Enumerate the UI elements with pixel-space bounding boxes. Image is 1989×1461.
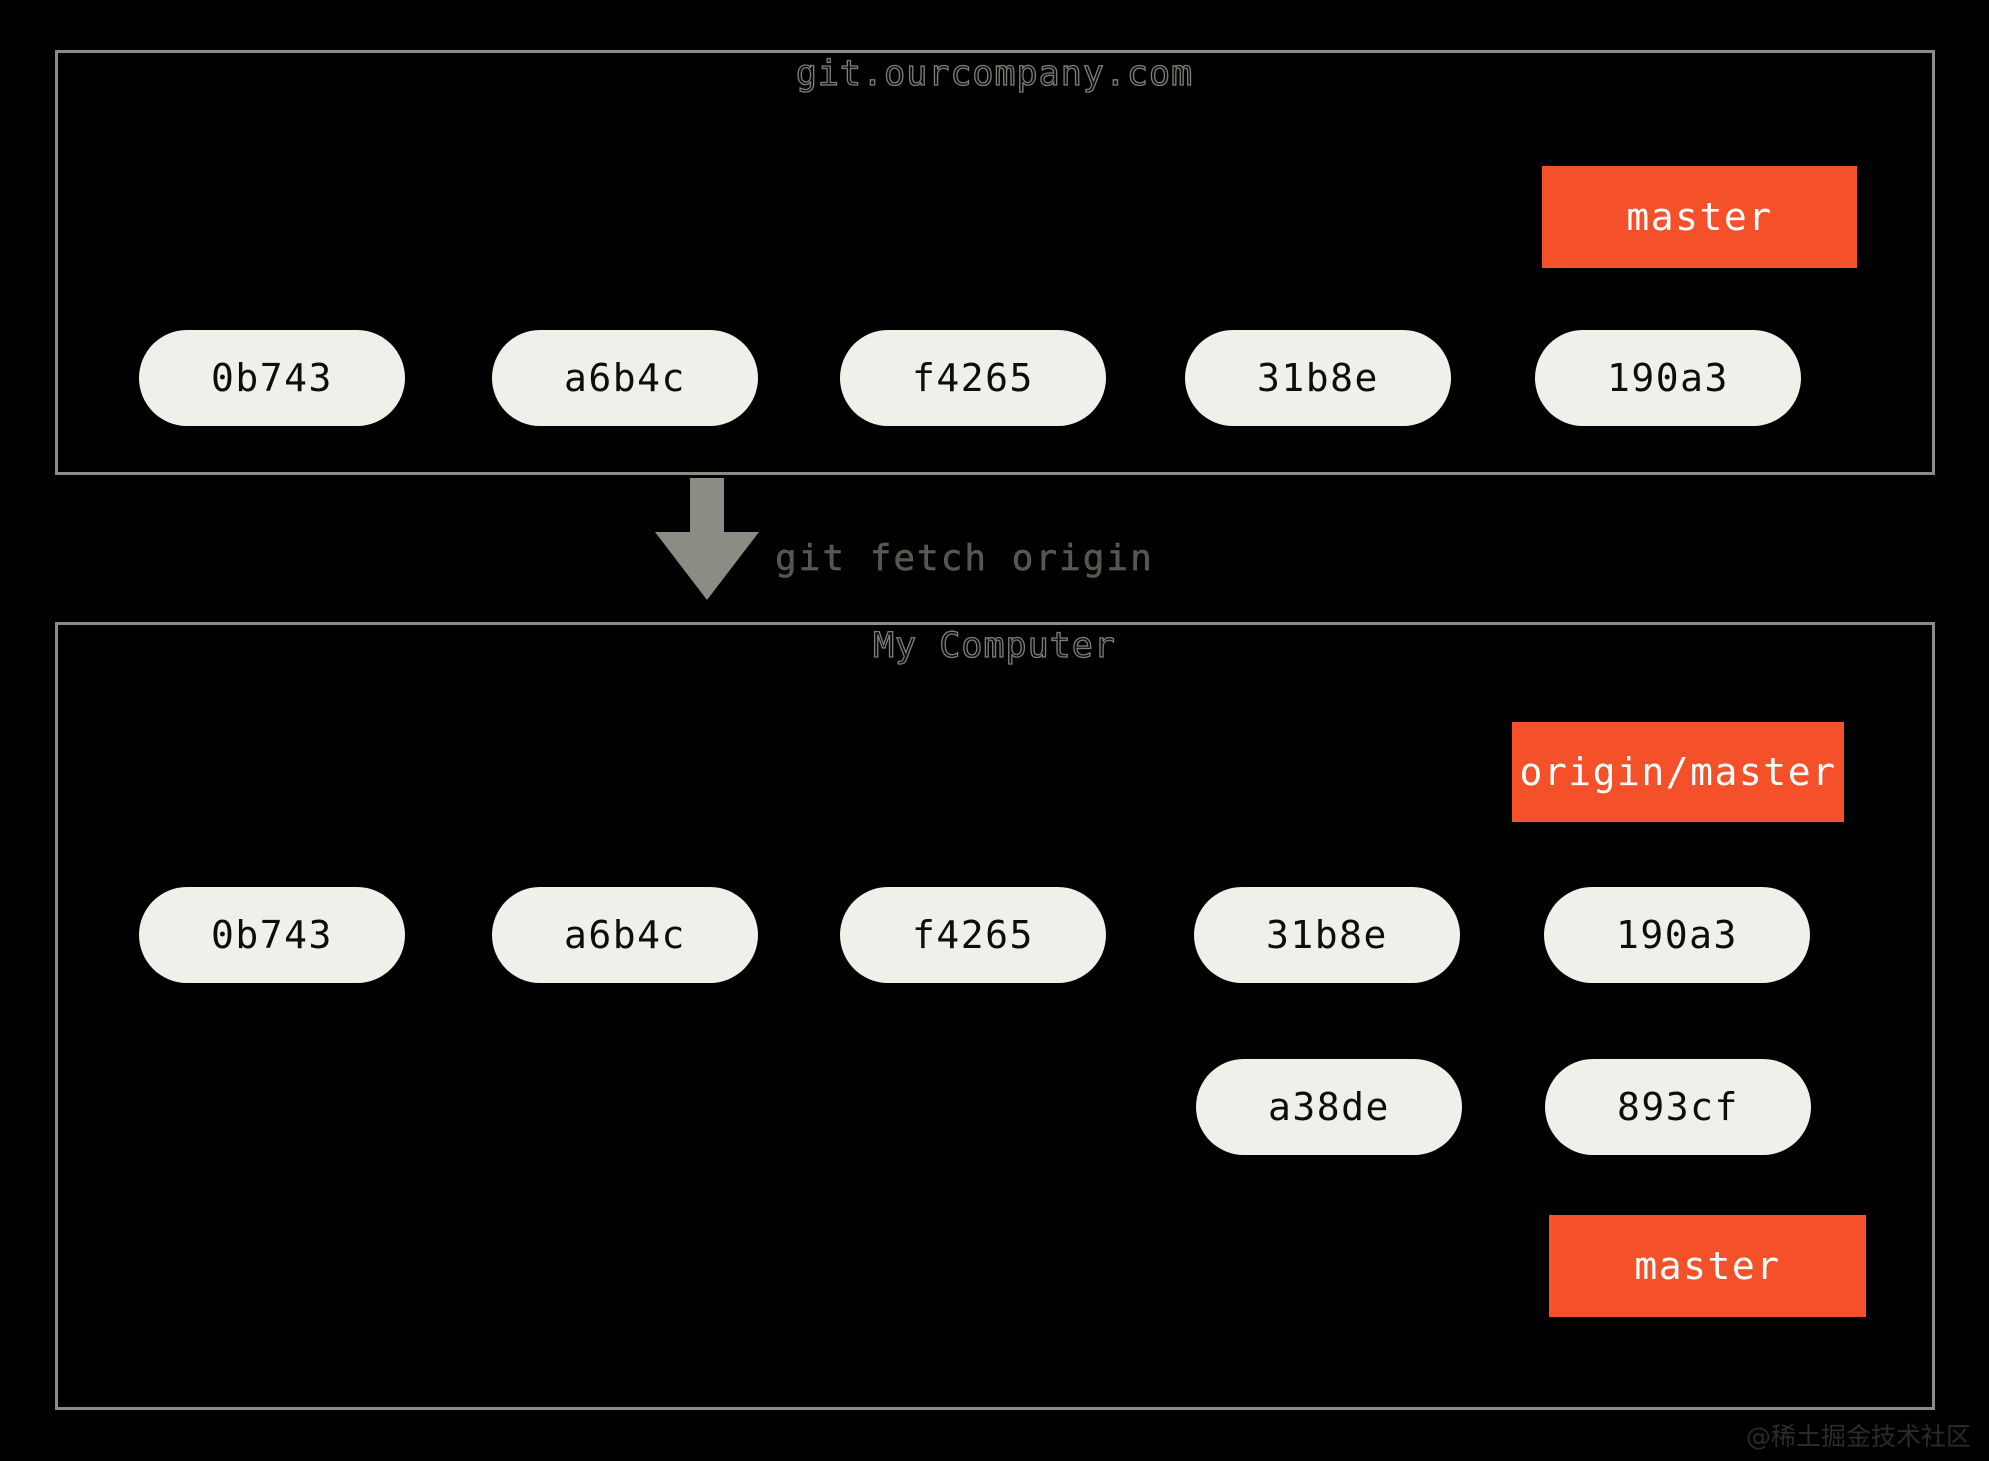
commit-node-remote-a6b4c[interactable]: a6b4c [492,330,758,426]
commit-node-local-a6b4c[interactable]: a6b4c [492,887,758,983]
branch-label-local-master[interactable]: master [1549,1215,1866,1317]
panel-local-title: My Computer [872,625,1116,666]
commit-node-local-a38de[interactable]: a38de [1196,1059,1462,1155]
branch-label-remote-master[interactable]: master [1542,166,1857,268]
commit-node-remote-31b8e[interactable]: 31b8e [1185,330,1451,426]
commit-node-local-190a3[interactable]: 190a3 [1544,887,1810,983]
commit-node-local-f4265[interactable]: f4265 [840,887,1106,983]
commit-node-remote-0b743[interactable]: 0b743 [139,330,405,426]
panel-remote-title: git.ourcompany.com [795,53,1194,94]
commit-node-local-893cf[interactable]: 893cf [1545,1059,1811,1155]
branch-label-local-origin-master[interactable]: origin/master [1512,722,1844,822]
commit-node-local-0b743[interactable]: 0b743 [139,887,405,983]
watermark-text: @稀土掘金技术社区 [1745,1422,1971,1451]
git-fetch-arrow [655,478,759,600]
commit-node-local-31b8e[interactable]: 31b8e [1194,887,1460,983]
operation-label-git-fetch-origin: git fetch origin [775,538,1154,579]
commit-node-remote-190a3[interactable]: 190a3 [1535,330,1801,426]
commit-node-remote-f4265[interactable]: f4265 [840,330,1106,426]
